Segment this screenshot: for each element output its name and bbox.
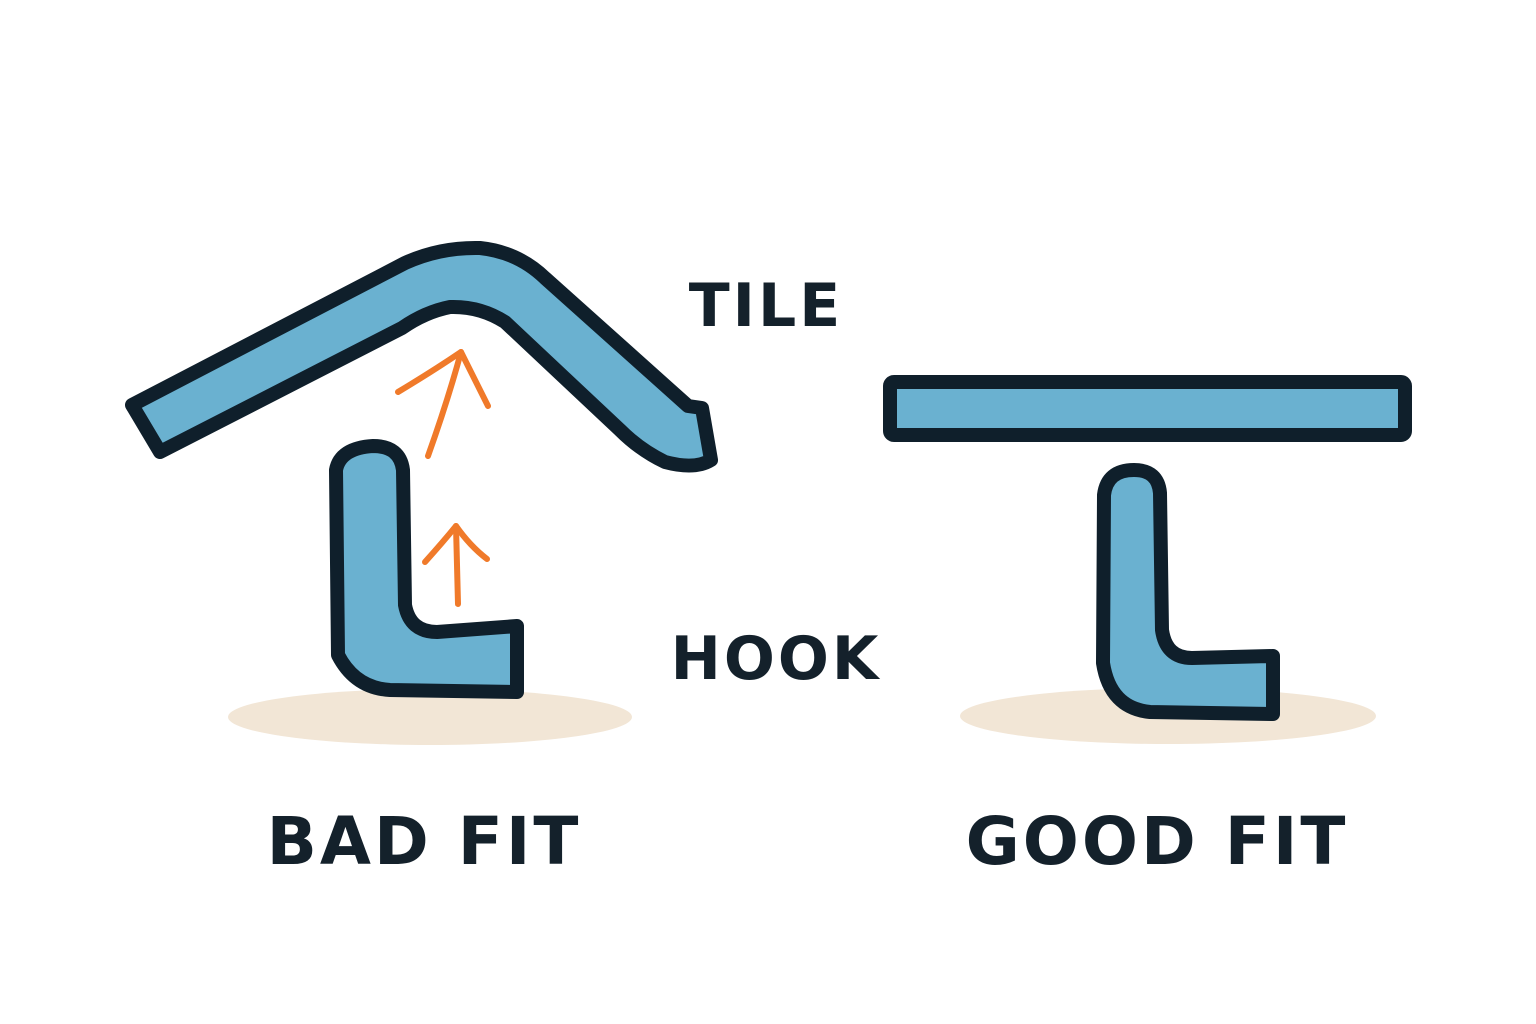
upward-arrow-icon <box>395 349 491 459</box>
hook-label: HOOK <box>671 624 882 694</box>
good-fit-example <box>883 375 1412 744</box>
upward-arrow-icon-small <box>422 523 490 607</box>
flat-tile <box>883 375 1412 442</box>
bad-fit-example <box>125 240 718 745</box>
bent-tile <box>125 240 718 473</box>
bad-fit-ground-shadow <box>228 689 632 745</box>
bad-fit-hook <box>329 439 524 699</box>
good-fit-hook <box>1096 463 1280 721</box>
good-fit-label: GOOD FIT <box>966 803 1349 880</box>
tile-label: TILE <box>689 271 843 341</box>
bad-fit-label: BAD FIT <box>267 803 582 880</box>
